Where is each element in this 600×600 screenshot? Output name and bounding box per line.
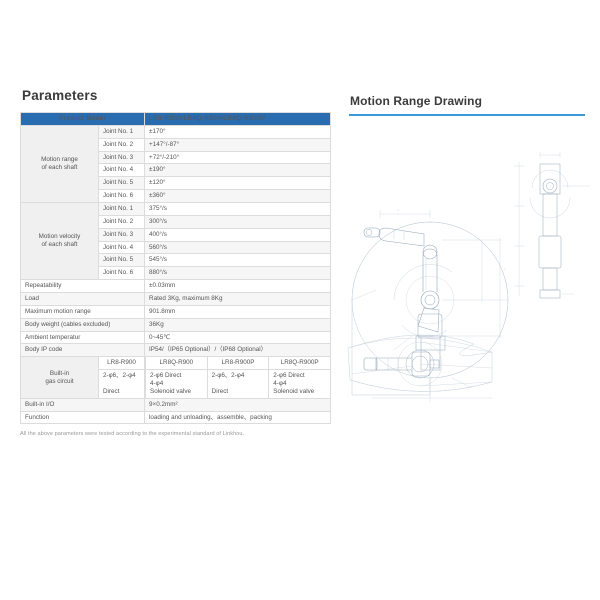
spec-value: 36Kg: [144, 317, 332, 332]
gas-circuit-value: 2-φ6 Direct 4-φ4 Solenoid valve: [268, 370, 330, 398]
joint-label: Joint No. 4: [97, 163, 146, 178]
joint-value: ±190°: [144, 163, 332, 178]
spec-value: loading and unloading、assemble、packing: [144, 410, 332, 425]
group-label-motion-velocity: Motion velocity of each shaft: [20, 202, 99, 281]
parameters-pane: Parameters Product Model LR8-R900/LR8Q-R…: [19, 88, 332, 438]
table-row: Built-in I/O 9×0.2mm²: [19, 397, 332, 412]
table-row: Function loading and unloading、assemble、…: [19, 410, 332, 425]
robot-front-view: [514, 152, 590, 299]
gas-circuit-value: 2-φ6 Direct 4-φ4 Solenoid valve: [145, 370, 208, 398]
spec-value: Rated 3Kg, maximum 8Kg: [144, 292, 332, 306]
group-label-motion-range: Motion range of each shaft: [20, 124, 99, 204]
spec-value: 9×0.2mm²: [144, 397, 332, 412]
joint-value: +72°/-210°: [144, 150, 332, 165]
joint-value: 545°/s: [144, 253, 332, 268]
joint-label: Joint No. 2: [97, 214, 146, 229]
table-row: Load Rated 3Kg, maximum 8Kg: [19, 292, 332, 306]
spec-value: ±0.03mm: [144, 279, 332, 294]
gas-models-group: LR8Q-R900 LR8-R900P LR8Q-R900P: [144, 356, 332, 371]
spec-label: Repeatability: [19, 279, 146, 294]
table-row: Body IP code IP54/（IP65 Optional）/（IP68 …: [19, 343, 332, 358]
side-view-dimensions: [351, 210, 507, 402]
table-row: Joint No. 5 ±120°: [21, 176, 332, 191]
table-row: Motion range of each shaft Joint No. 1 ±…: [20, 124, 332, 204]
parameters-table: Product Model LR8-R900/LR8Q-R900/LR8Q-R9…: [19, 112, 332, 425]
joint-label: Joint No. 3: [97, 150, 146, 165]
gas-values-group: 2-φ6 Direct 4-φ4 Solenoid valve 2-φ6、2-φ…: [144, 369, 332, 399]
joint-label: Joint No. 1: [97, 124, 146, 139]
table-row: Ambient temperatur 0~45℃: [19, 330, 332, 345]
title-accent-rule: [349, 114, 585, 116]
footnote: All the above parameters were tested acc…: [20, 431, 245, 438]
gas-model-name: LR8Q-R900: [145, 357, 208, 369]
joint-label: Joint No. 6: [97, 189, 146, 204]
group-label-gas-circuit: Built-in gas circuit: [20, 356, 99, 399]
table-row: Joint No. 2 300°/s: [21, 214, 332, 229]
joint-label: Joint No. 3: [97, 227, 146, 242]
header-model-variants: LR8-R900/LR8Q-R900/LR8Q-R900P: [144, 112, 332, 126]
joint-value: 375°/s: [144, 202, 332, 216]
page-title: Parameters: [22, 88, 98, 103]
gas-model-name: LR8-R900P: [206, 357, 269, 369]
spec-value: IP54/（IP65 Optional）/（IP68 Optional）: [144, 343, 332, 358]
spec-label: Body weight (cables excluded): [19, 317, 146, 332]
spec-label: Ambient temperatur: [19, 330, 146, 345]
table-row: Joint No. 3 400°/s: [21, 227, 332, 242]
joint-label: Joint No. 1: [97, 202, 146, 216]
svg-text:◦: ◦: [438, 390, 439, 393]
joint-value: ±120°: [144, 176, 332, 191]
gas-circuit-model-row: Built-in gas circuit LR8-R900 LR8Q-R900 …: [20, 356, 332, 399]
gas-model-name: LR8-R900: [97, 356, 146, 371]
table-row: Motion velocity of each shaft Joint No. …: [20, 202, 332, 281]
table-row: Body weight (cables excluded) 36Kg: [19, 317, 332, 332]
spec-label: Function: [19, 410, 146, 425]
svg-text:▯: ▯: [504, 268, 506, 271]
side-view-dimension-text: ▭ ▯ ◦ ◦: [360, 209, 506, 393]
joint-value: 560°/s: [144, 240, 332, 255]
robot-top-view-sweep: [347, 334, 493, 392]
joint-value: 880°/s: [144, 266, 332, 281]
joint-value: +147°/-87°: [144, 137, 332, 152]
table-row: Joint No. 2 +147°/-87°: [21, 137, 332, 152]
motion-range-pane: Motion Range Drawing: [347, 88, 592, 402]
joint-label: Joint No. 5: [97, 176, 146, 191]
svg-text:▭: ▭: [397, 209, 400, 212]
table-row: Repeatability ±0.03mm: [19, 279, 332, 294]
cad-drawing-area: ▭ ▯ ◦ ◦: [342, 140, 592, 440]
joint-label: Joint No. 6: [97, 266, 146, 281]
joint-value: 300°/s: [144, 214, 332, 229]
table-header-row: Product Model LR8-R900/LR8Q-R900/LR8Q-R9…: [19, 112, 332, 126]
spec-label: Maximum motion range: [19, 304, 146, 319]
joint-value: 400°/s: [144, 227, 332, 242]
joint-value: ±360°: [144, 189, 332, 204]
table-row: Joint No. 4 560°/s: [21, 240, 332, 255]
cad-drawing-svg: ▭ ▯ ◦ ◦: [347, 152, 590, 402]
svg-text:◦: ◦: [360, 286, 361, 289]
gas-model-name: LR8Q-R900P: [268, 357, 330, 369]
header-product-model: Product Model: [19, 112, 146, 126]
spec-label: Built-in I/O: [19, 397, 146, 412]
joint-label: Joint No. 4: [97, 240, 146, 255]
table-row: Joint No. 6 880°/s: [21, 266, 332, 281]
table-row: Joint No. 4 ±190°: [21, 163, 332, 178]
spec-label: Load: [19, 292, 146, 306]
joint-value: ±170°: [144, 124, 332, 139]
gas-circuit-value-row: 2-φ6、2-φ4 Direct 2-φ6 Direct 4-φ4 Soleno…: [21, 369, 332, 399]
drawing-title: Motion Range Drawing: [350, 94, 482, 108]
gas-circuit-value: 2-φ6、2-φ4 Direct: [97, 369, 146, 399]
spec-label: Body IP code: [19, 343, 146, 358]
table-row: Joint No. 6 ±360°: [21, 189, 332, 204]
joint-label: Joint No. 2: [97, 137, 146, 152]
joint-label: Joint No. 5: [97, 253, 146, 268]
spec-value: 0~45℃: [144, 330, 332, 345]
gas-circuit-value: 2-φ6、2-φ4 Direct: [206, 370, 269, 398]
table-row: Maximum motion range 901.8mm: [19, 304, 332, 319]
spec-value: 901.8mm: [144, 304, 332, 319]
